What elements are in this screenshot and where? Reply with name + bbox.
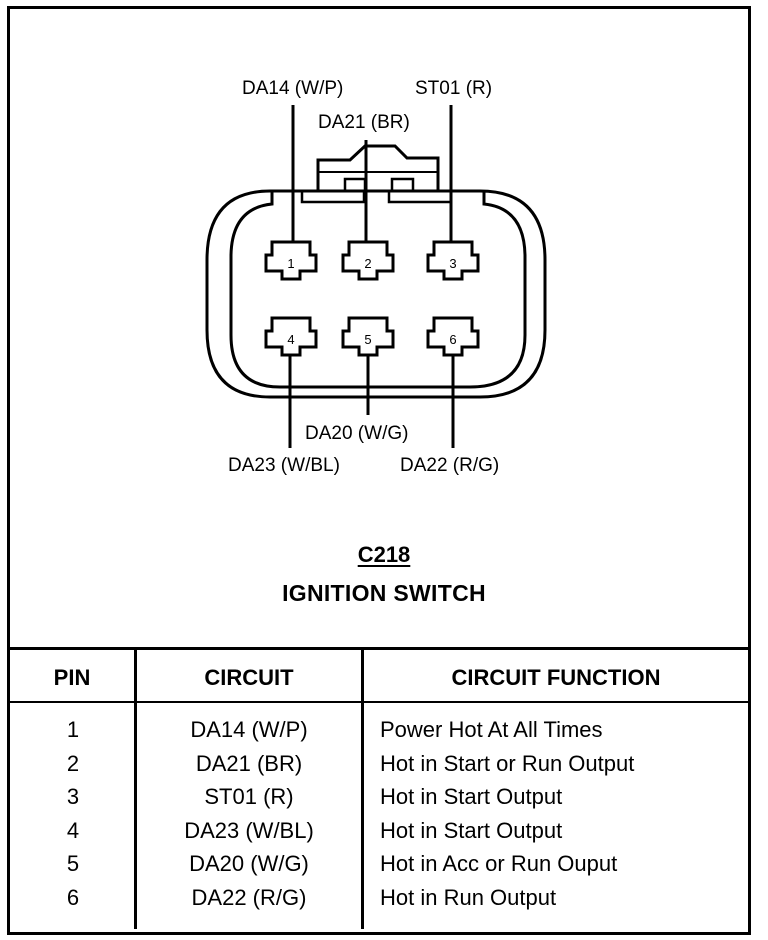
function-cell: Hot in Start Output (380, 784, 563, 809)
diagram-frame (7, 6, 751, 935)
header-circuit-function: CIRCUIT FUNCTION (451, 665, 661, 690)
pin-cell: 6 (66, 884, 80, 910)
connector-name: IGNITION SWITCH (282, 580, 486, 606)
table-column-divider (134, 647, 137, 929)
wire-label-pin-5: DA20 (W/G) (305, 423, 409, 444)
circuit-cell: DA21 (BR) (195, 750, 303, 776)
wire-label-pin-4: DA23 (W/BL) (228, 455, 340, 476)
table-column-divider (361, 647, 364, 929)
pin-cavity-6 (426, 316, 480, 357)
pin-cavity-3 (426, 240, 480, 281)
pin-cavity-2 (341, 240, 395, 281)
circuit-cell: DA14 (W/P) (190, 717, 308, 742)
pin-number-1: 1 (287, 256, 294, 271)
pin-cell: 4 (66, 817, 80, 843)
pin-cell: 1 (66, 717, 80, 742)
header-pin: PIN (53, 665, 91, 690)
table-top-border (10, 647, 748, 650)
connector-face-view: 1 2 3 4 5 6 (205, 105, 547, 448)
wire-label-pin-6: DA22 (R/G) (400, 455, 500, 476)
wire-label-pin-2: DA21 (BR) (318, 112, 410, 133)
function-cell: Hot in Start or Run Output (380, 750, 635, 776)
pin-number-5: 5 (364, 332, 371, 347)
pin-cavity-5 (341, 316, 395, 357)
pin-number-3: 3 (449, 256, 456, 271)
pin-cell: 5 (66, 851, 80, 876)
circuit-cell: DA23 (W/BL) (184, 817, 314, 843)
connector-id: C218 (0, 542, 768, 568)
circuit-cell: DA22 (R/G) (191, 884, 307, 910)
connector-housing-outer (205, 189, 547, 399)
pin-cavity-1 (264, 240, 318, 281)
header-circuit: CIRCUIT (204, 665, 294, 690)
circuit-cell: ST01 (R) (204, 784, 294, 809)
table-header-divider (10, 701, 748, 703)
wire-label-pin-1: DA14 (W/P) (242, 78, 344, 99)
pin-cavity-4 (264, 316, 318, 357)
circuit-cell: DA20 (W/G) (189, 851, 309, 876)
function-cell: Hot in Run Output (380, 884, 557, 910)
connector-id-text: C218 (357, 542, 411, 567)
function-cell: Hot in Start Output (380, 817, 563, 843)
pin-number-6: 6 (449, 332, 456, 347)
pin-table: PIN CIRCUIT CIRCUIT FUNCTION 1 DA14 (W/P)… (10, 647, 748, 929)
pin-number-4: 4 (287, 332, 294, 347)
pin-number-2: 2 (364, 256, 371, 271)
pin-cell: 3 (66, 784, 80, 809)
connector-housing-inner (229, 192, 527, 389)
function-cell: Power Hot At All Times (380, 717, 603, 742)
function-cell: Hot in Acc or Run Ouput (380, 851, 618, 876)
wire-label-pin-3: ST01 (R) (415, 78, 493, 99)
pin-cell: 2 (66, 750, 80, 776)
connector-diagram: 1 2 3 4 5 6 DA14 (W/P) DA21 (BR) ST01 (R) DA2… (0, 78, 768, 606)
locking-tab (316, 144, 440, 191)
